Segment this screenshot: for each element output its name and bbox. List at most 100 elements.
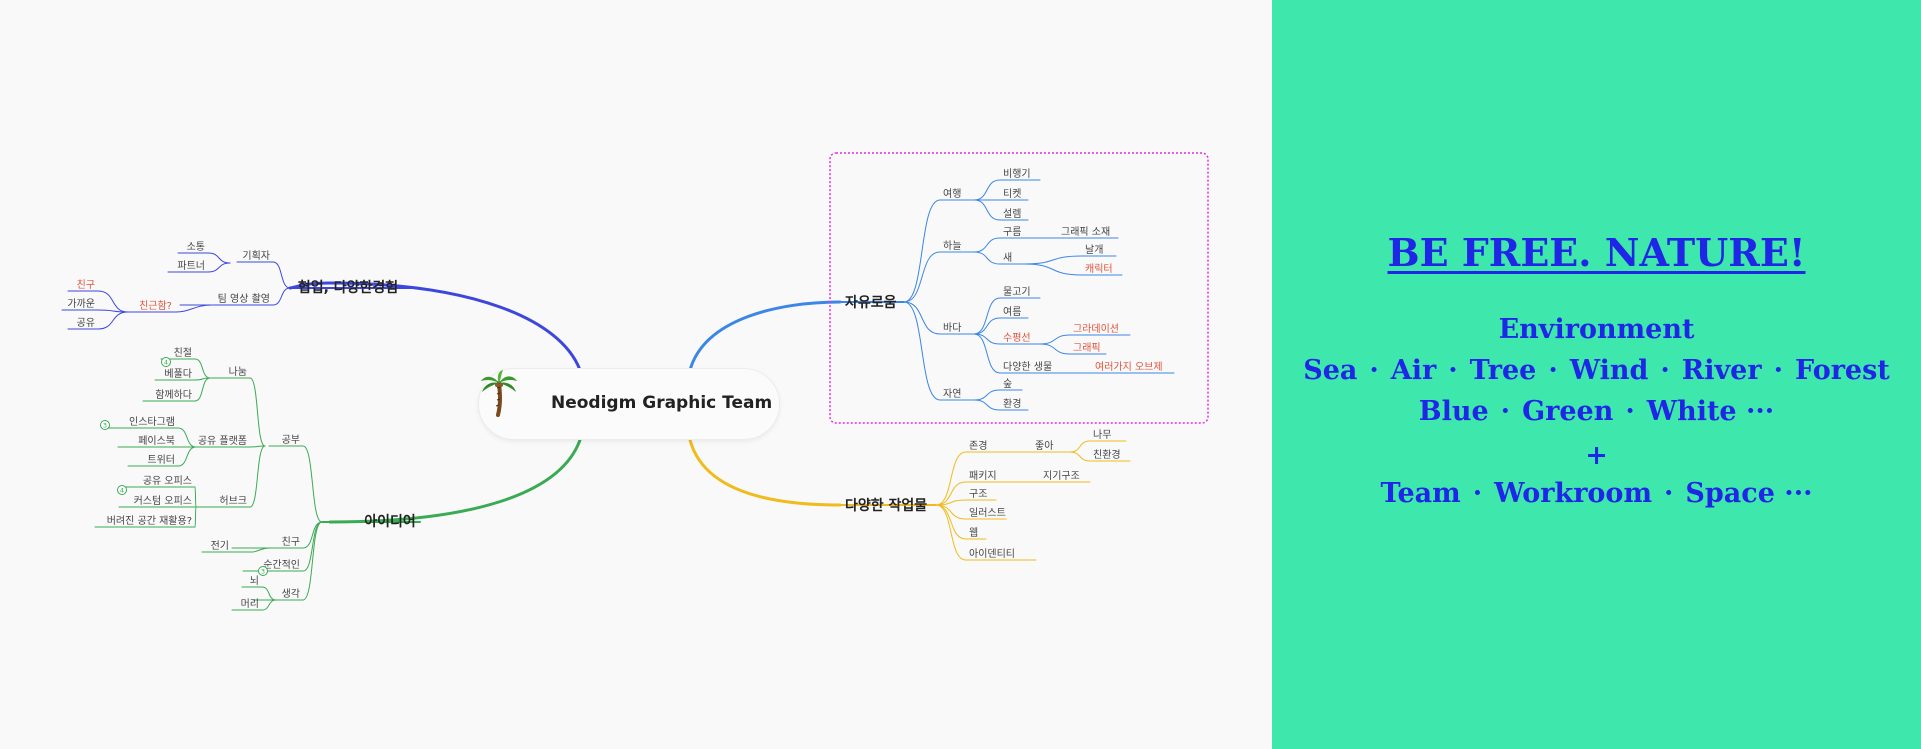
count-badge [258,566,268,576]
branch-connector [1069,451,1091,462]
node-diverse-life[interactable]: 다양한 생물 [1003,361,1052,373]
node-graphic[interactable]: 그래픽 [1073,342,1101,354]
branch-connector [935,504,967,520]
keyword-white: White ··· [1646,396,1775,427]
node-travel[interactable]: 여행 [943,188,961,200]
keyword-row-elements: Sea·Air·Tree·Wind·River·Forest [1272,355,1921,386]
node-give[interactable]: 베풀다 [164,368,192,380]
count-badge-label: 4 [164,359,168,367]
node-sharing[interactable]: 나눔 [229,366,247,378]
branch-label-ideas[interactable]: 아이디어 [364,513,416,530]
separator-dot: · [1369,355,1379,386]
node-cloud[interactable]: 구름 [1003,226,1021,238]
node-custom-office[interactable]: 커스텀 오피스 [134,495,192,507]
separator-dot: · [1548,355,1558,386]
node-web[interactable]: 웹 [969,527,978,539]
keyword-row-colors: Blue·Green·White ··· [1272,396,1921,427]
branch-connector [973,389,1001,401]
node-horizon[interactable]: 수평선 [1003,332,1031,344]
node-friendliness[interactable]: 친근함? [139,300,172,312]
node-friend[interactable]: 친구 [282,536,300,548]
node-package[interactable]: 패키지 [969,470,997,482]
branch-connector [207,262,231,273]
node-sky[interactable]: 하늘 [943,239,961,252]
node-planner[interactable]: 기획자 [242,250,270,262]
node-fish[interactable]: 물고기 [1003,286,1031,298]
node-paper-structure[interactable]: 지기구조 [1043,470,1080,482]
node-environment[interactable]: 환경 [1003,397,1021,410]
keyword-tree: Tree [1469,355,1537,386]
node-instant[interactable]: 순간적인 [263,559,300,571]
separator-dot: · [1472,478,1483,509]
node-tree[interactable]: 나무 [1093,429,1111,441]
node-ticket[interactable]: 티켓 [1003,188,1021,200]
node-respect[interactable]: 존경 [969,439,987,452]
node-reuse-space[interactable]: 버려진 공간 재활용? [107,514,192,527]
node-instagram[interactable]: 인스타그램 [129,416,175,428]
node-summer[interactable]: 여름 [1003,306,1021,318]
main-branch-freedom [688,300,842,372]
keyword-workroom: Workroom [1494,478,1653,509]
node-share-platform[interactable]: 공유 플랫폼 [198,435,247,447]
node-eco-friendly[interactable]: 친환경 [1093,448,1121,461]
node-partner[interactable]: 파트너 [177,260,205,272]
main-branch-ideas [328,438,582,524]
count-badge-label: 3 [261,568,265,576]
branch-connector [1039,343,1071,355]
node-gradient[interactable]: 그라데이션 [1073,323,1119,335]
branch-connector [973,237,1001,253]
separator-dot: · [1664,478,1674,509]
node-twitter[interactable]: 트위터 [147,453,175,466]
node-illustration[interactable]: 일러스트 [969,507,1006,519]
node-shared-office[interactable]: 공유 오피스 [143,475,192,487]
keyword-green: Green [1522,396,1614,427]
node-communication[interactable]: 소통 [187,241,205,253]
node-forest[interactable]: 숲 [1003,378,1012,390]
node-facebook[interactable]: 페이스북 [138,435,175,447]
node-close[interactable]: 가까운 [67,298,95,310]
count-badge-label: 3 [103,422,107,430]
keyword-air: Air [1390,355,1437,386]
branch-connector [903,199,941,303]
branch-connector [249,445,266,508]
node-nature[interactable]: 자연 [943,388,961,400]
node-identity[interactable]: 아이덴티티 [969,548,1015,560]
branch-connector [935,481,967,506]
node-study[interactable]: 공부 [282,434,300,446]
node-like[interactable]: 좋아 [1035,440,1053,452]
node-head[interactable]: 머리 [241,598,259,610]
branch-connector [175,304,213,313]
node-hub[interactable]: 허브크 [219,495,247,507]
node-excitement[interactable]: 설렘 [1003,208,1021,220]
node-graphic-asset[interactable]: 그래픽 소재 [1061,226,1110,238]
node-team-video[interactable]: 팀 영상 촬영 [218,293,270,305]
node-share[interactable]: 공유 [77,317,95,329]
node-character[interactable]: 캐릭터 [1085,263,1113,275]
node-airplane[interactable]: 비행기 [1003,168,1031,180]
branch-connector [973,297,1001,335]
branch-connector [903,301,941,335]
palm-tree-icon [481,370,517,417]
branch-connector [1069,440,1091,453]
branch-connector [207,252,231,264]
branch-label-works[interactable]: 다양한 작업물 [845,497,927,514]
node-kindness[interactable]: 친절 [174,346,192,359]
separator-dot: · [1500,396,1511,427]
central-topic-node[interactable]: Neodigm Graphic Team [478,368,780,440]
separator-dot: · [1773,355,1783,386]
branch-label-freedom[interactable]: 자유로움 [845,295,897,311]
node-objects[interactable]: 여러가지 오브제 [1095,361,1163,373]
branch-label-collaboration[interactable]: 협업, 다양한경험 [298,279,398,296]
node-thought[interactable]: 생각 [282,588,300,600]
node-bird[interactable]: 새 [1003,252,1012,264]
node-electric[interactable]: 전기 [211,540,229,552]
node-together[interactable]: 함께하다 [155,388,192,401]
node-friend[interactable]: 친구 [77,279,95,291]
branch-connector [97,311,129,330]
node-sea[interactable]: 바다 [943,322,961,334]
node-structure[interactable]: 구조 [969,489,987,500]
node-brain[interactable]: 뇌 [250,575,259,587]
node-wing[interactable]: 날개 [1085,244,1103,256]
